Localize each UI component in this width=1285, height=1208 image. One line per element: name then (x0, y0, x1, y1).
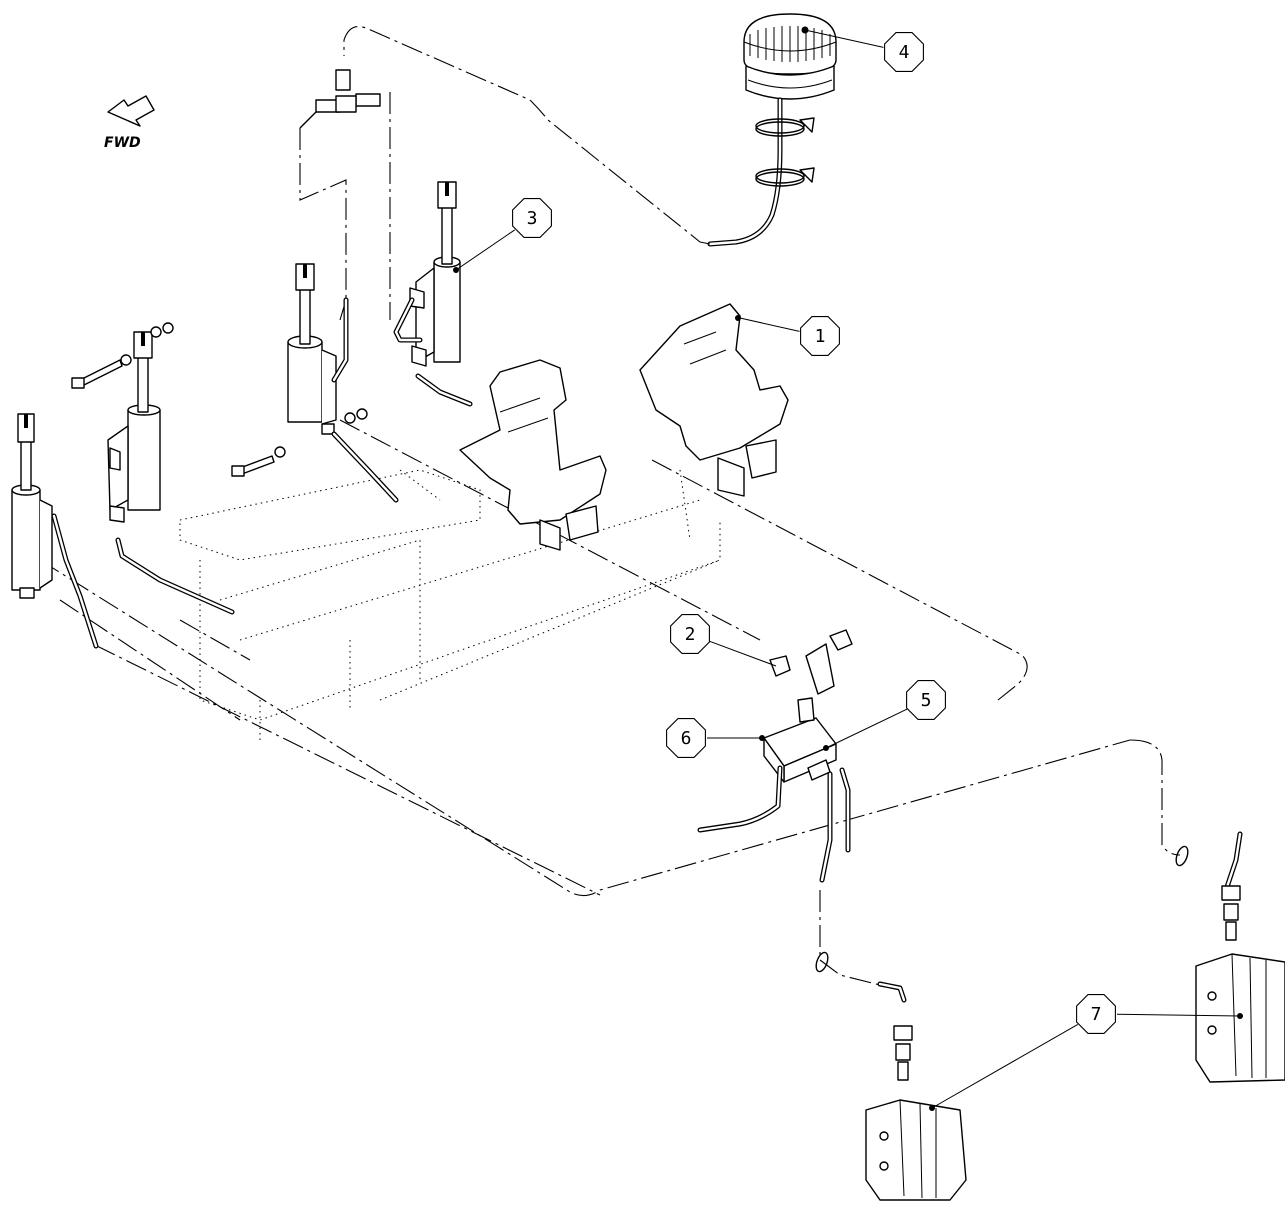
callout-octagon (670, 614, 710, 654)
hose-clamp (755, 117, 815, 137)
callout-octagon (800, 316, 840, 356)
callout-number: 2 (685, 624, 696, 645)
callout-octagon (884, 32, 924, 72)
callout-number: 1 (815, 326, 826, 347)
callout-5: 5 (825, 680, 946, 749)
brake-pedal-right (639, 303, 789, 497)
bracket-hardware (769, 629, 853, 695)
fluid-reservoir (743, 13, 837, 100)
hydraulic-flow-lines (39, 25, 1181, 986)
brake-pedal-left (459, 359, 607, 551)
forward-arrow-icon (107, 95, 155, 127)
tee-fitting (299, 69, 381, 129)
callout-leader-line (931, 1023, 1079, 1109)
callout-leader-line (455, 229, 515, 271)
callout-number: 4 (899, 42, 910, 63)
callout-number: 5 (921, 690, 932, 711)
callout-7: 7 (931, 994, 1241, 1109)
master-cylinder-c (287, 263, 337, 435)
callout-leader-line (804, 29, 884, 48)
brake-caliper-left (865, 981, 967, 1201)
callout-number: 3 (527, 208, 538, 229)
bolt-set (71, 322, 174, 389)
callout-number: 6 (681, 728, 692, 749)
bolt-set (231, 408, 368, 477)
callout-3: 3 (455, 198, 552, 271)
callout-octagon (1076, 994, 1116, 1034)
brake-caliper-right (1195, 831, 1285, 1083)
master-cylinder-a (11, 413, 53, 599)
callout-6: 6 (666, 718, 762, 758)
fwd-label: FWD (104, 135, 141, 151)
master-cylinder-b (107, 331, 161, 523)
callout-leader-line (709, 640, 777, 667)
callout-octagon (666, 718, 706, 758)
callout-number: 7 (1091, 1004, 1102, 1025)
callout-octagon (906, 680, 946, 720)
callout-octagon (512, 198, 552, 238)
hose-clamp (755, 167, 815, 187)
proportioning-valve (759, 697, 837, 783)
callout-4: 4 (804, 29, 924, 72)
pedal-mount-outline (179, 469, 721, 740)
callout-2: 2 (670, 614, 777, 667)
callout-1: 1 (739, 316, 840, 356)
callout-leader-line (739, 317, 800, 332)
callout-leader-line (825, 708, 908, 749)
callout-leader-line (1116, 1013, 1241, 1017)
